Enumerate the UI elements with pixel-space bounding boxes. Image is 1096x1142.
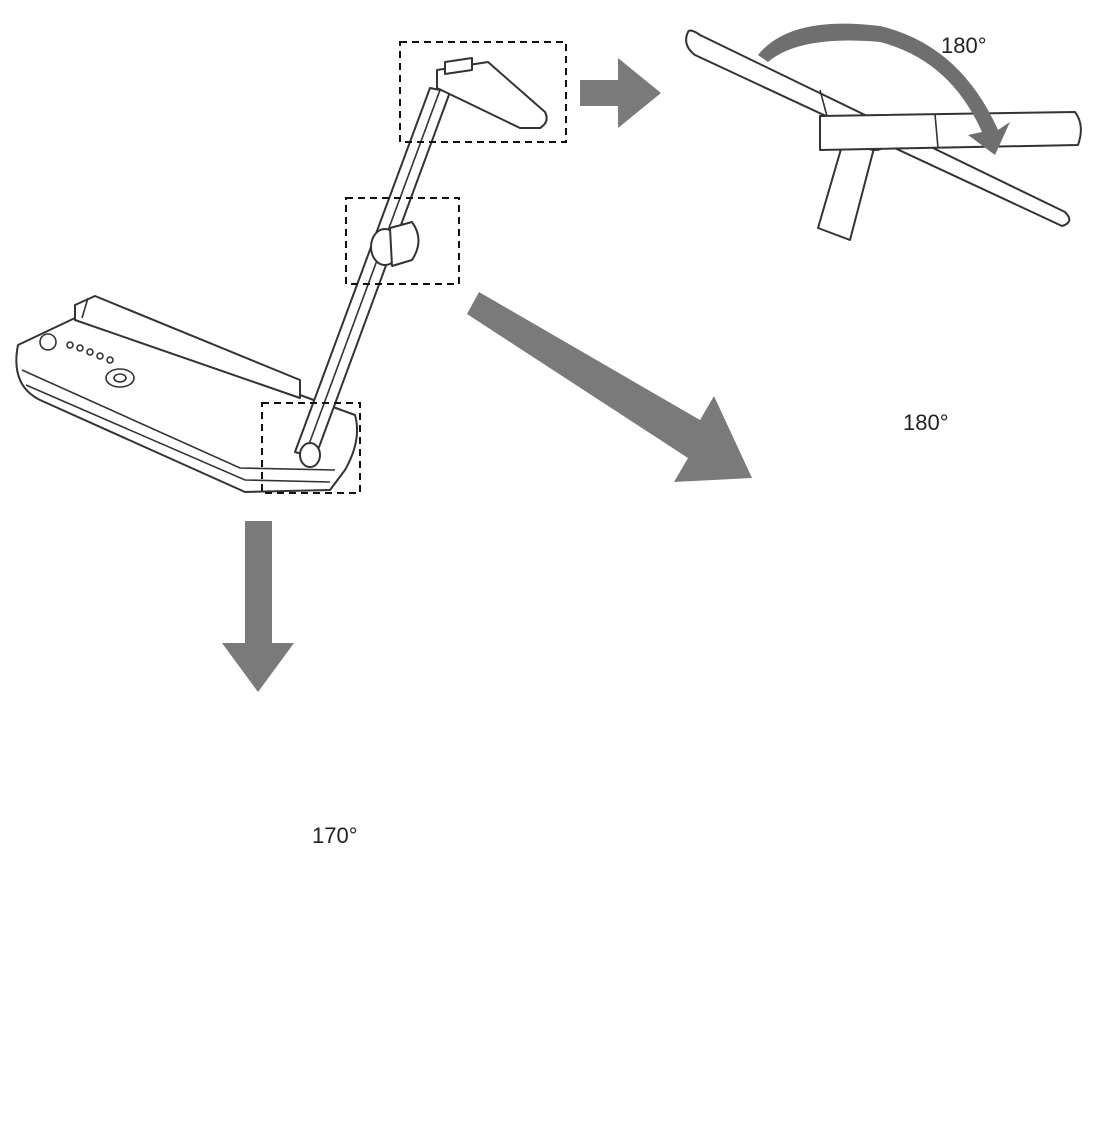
base-hinge-callout-box	[261, 402, 361, 494]
head-callout-box	[399, 41, 567, 143]
arrow-down-icon	[222, 521, 294, 692]
head-rotation-angle-label: 180°	[941, 33, 987, 58]
document-camera-main	[15, 57, 548, 493]
base-rotation-angle-label: 170°	[312, 823, 358, 848]
arm-joint-callout-box	[345, 197, 460, 285]
head-rotation-view	[685, 23, 1082, 241]
arm-rotation-angle-label: 180°	[903, 410, 949, 435]
arrow-diagonal-icon	[467, 292, 752, 482]
arrow-right-icon	[580, 58, 661, 128]
